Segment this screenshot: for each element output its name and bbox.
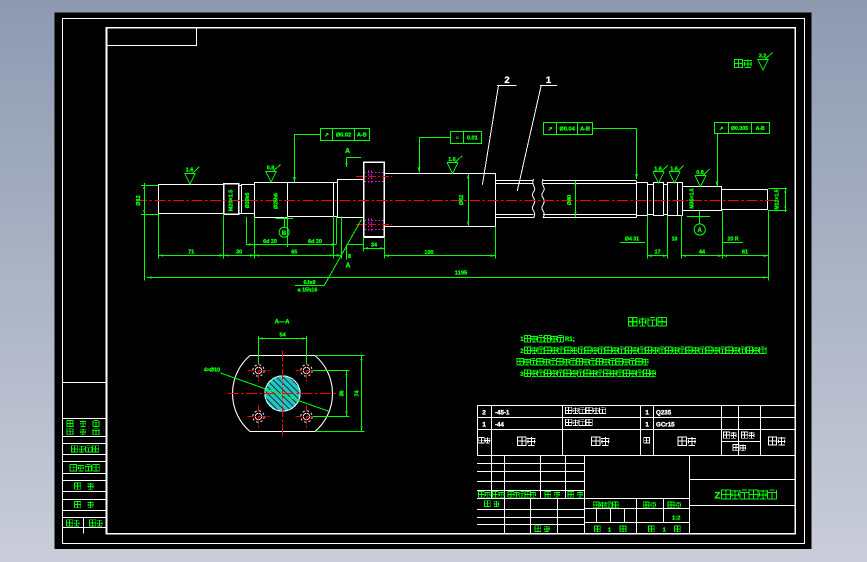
svg-text:Ø25h6: Ø25h6 bbox=[274, 193, 280, 209]
svg-text:A: A bbox=[345, 148, 350, 155]
svg-text:B: B bbox=[282, 231, 287, 237]
svg-text:74: 74 bbox=[355, 391, 361, 397]
svg-text:1: 1 bbox=[546, 75, 552, 86]
svg-text:A-B: A-B bbox=[756, 126, 765, 132]
svg-text:A-B: A-B bbox=[357, 132, 367, 138]
svg-text:a 15h16: a 15h16 bbox=[298, 287, 318, 293]
svg-text:44: 44 bbox=[699, 250, 706, 256]
svg-text:M35×1.5: M35×1.5 bbox=[690, 188, 696, 208]
svg-text:0.8: 0.8 bbox=[267, 166, 275, 172]
svg-text:↗: ↗ bbox=[324, 132, 329, 138]
svg-text:Ø62: Ø62 bbox=[459, 195, 465, 205]
svg-text:Ø4 31: Ø4 31 bbox=[625, 237, 639, 243]
svg-text:100: 100 bbox=[424, 250, 433, 256]
svg-text:10: 10 bbox=[672, 237, 678, 243]
svg-text:Q235: Q235 bbox=[656, 409, 672, 416]
svg-text:1.6: 1.6 bbox=[186, 168, 194, 174]
svg-text:6Js9: 6Js9 bbox=[304, 280, 316, 286]
svg-text:A—A: A—A bbox=[274, 319, 290, 326]
svg-text:65: 65 bbox=[291, 250, 297, 256]
svg-text:1.6: 1.6 bbox=[654, 166, 662, 172]
svg-text:6d 20: 6d 20 bbox=[308, 239, 322, 245]
svg-text:1: 1 bbox=[520, 337, 524, 343]
svg-text:A: A bbox=[698, 228, 703, 234]
svg-text:Ø40: Ø40 bbox=[567, 195, 573, 205]
svg-text:3.2: 3.2 bbox=[759, 54, 767, 60]
svg-text:0.01: 0.01 bbox=[467, 135, 478, 141]
svg-text:54: 54 bbox=[279, 333, 286, 339]
svg-text:61: 61 bbox=[742, 250, 748, 256]
svg-text:2: 2 bbox=[520, 349, 524, 355]
svg-text:1: 1 bbox=[482, 421, 486, 428]
svg-text:Z: Z bbox=[715, 491, 721, 502]
svg-text:GCr15: GCr15 bbox=[656, 421, 675, 428]
svg-text:1195: 1195 bbox=[455, 271, 468, 277]
svg-text:-44: -44 bbox=[495, 421, 505, 428]
svg-text:2: 2 bbox=[482, 409, 486, 416]
svg-text:M20×1.5: M20×1.5 bbox=[229, 190, 235, 212]
svg-text:2: 2 bbox=[504, 75, 509, 86]
svg-text:3: 3 bbox=[520, 372, 524, 378]
svg-text:1: 1 bbox=[645, 421, 649, 428]
svg-text:1.6: 1.6 bbox=[670, 166, 678, 172]
svg-text:Ø0.005: Ø0.005 bbox=[731, 126, 748, 132]
svg-text:Ø0.04: Ø0.04 bbox=[559, 127, 575, 133]
svg-text:4×Ø10: 4×Ø10 bbox=[204, 368, 220, 374]
svg-text:17: 17 bbox=[654, 250, 660, 256]
svg-text:6d 20: 6d 20 bbox=[263, 239, 277, 245]
svg-text:1:2: 1:2 bbox=[672, 516, 680, 522]
svg-text:○: ○ bbox=[455, 135, 458, 141]
svg-text:0.8: 0.8 bbox=[696, 170, 704, 176]
svg-text:Ø12: Ø12 bbox=[136, 195, 142, 205]
svg-text:34: 34 bbox=[371, 242, 378, 248]
svg-text:M12×1.5: M12×1.5 bbox=[775, 189, 781, 209]
svg-text:↗: ↗ bbox=[719, 126, 723, 132]
svg-text:36: 36 bbox=[340, 391, 346, 397]
svg-text:1: 1 bbox=[608, 528, 612, 534]
svg-text:-45-1: -45-1 bbox=[495, 409, 510, 416]
svg-text:1.6: 1.6 bbox=[448, 157, 456, 163]
svg-text:8: 8 bbox=[348, 254, 351, 260]
svg-text:20 R: 20 R bbox=[728, 237, 739, 243]
svg-text:1: 1 bbox=[645, 409, 649, 416]
svg-text:Ø0.02: Ø0.02 bbox=[336, 132, 351, 138]
svg-text:A-B: A-B bbox=[580, 127, 590, 133]
svg-text:A: A bbox=[345, 263, 350, 270]
svg-text:1: 1 bbox=[663, 528, 667, 534]
svg-text:71: 71 bbox=[188, 250, 194, 256]
svg-text:↗: ↗ bbox=[548, 127, 553, 133]
svg-text:R1;: R1; bbox=[565, 337, 575, 343]
svg-text:30: 30 bbox=[236, 250, 242, 256]
svg-text:Ø20k6: Ø20k6 bbox=[245, 193, 251, 209]
